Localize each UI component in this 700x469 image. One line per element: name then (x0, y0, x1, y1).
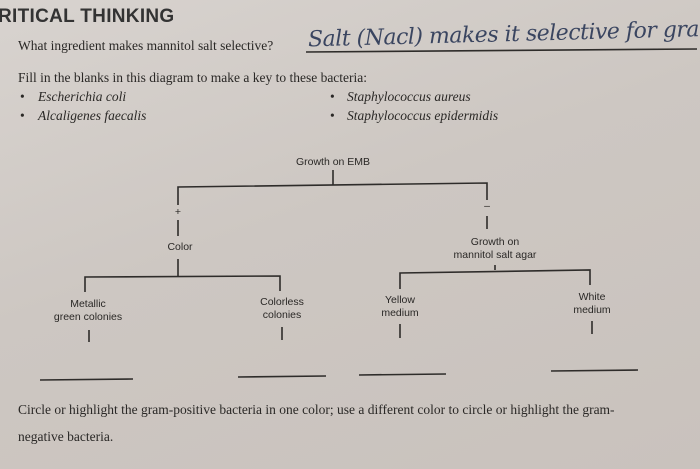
footer-instructions-line2: negative bacteria. (18, 429, 114, 444)
leaf-line: Colorless (260, 296, 304, 308)
leaf-line: Metallic (70, 298, 106, 310)
negative-sign: – (484, 200, 490, 212)
msa-node-line1: Growth on (470, 236, 520, 248)
answer-blank (39, 378, 134, 381)
diagram-root: Growth on EMB (295, 156, 371, 168)
leaf-metallic-green: Metallic green colonies (54, 298, 122, 324)
color-node: Color (167, 241, 193, 253)
section-title: RITICAL THINKING (0, 6, 175, 27)
footer-instructions-line1: Circle or highlight the gram-positive ba… (18, 402, 615, 417)
leaf-line: green colonies (53, 311, 123, 323)
leaf-line: medium (573, 304, 611, 316)
leaf-yellow-medium: Yellow medium (381, 294, 418, 320)
bullet-icon: • (20, 89, 25, 104)
bacteria-item: Alcaligenes faecalis (38, 108, 147, 123)
leaf-line: Yellow (385, 294, 415, 306)
msa-node-line2: mannitol salt agar (453, 249, 537, 261)
answer-blank (550, 369, 639, 372)
leaf-colorless: Colorless colonies (260, 296, 304, 322)
bullet-icon: • (20, 108, 25, 123)
question-prompt: What ingredient makes mannitol salt sele… (18, 38, 274, 53)
bullet-icon: • (330, 108, 335, 123)
leaf-line: medium (381, 307, 419, 319)
bacteria-item: Escherichia coli (38, 89, 127, 104)
leaf-white-medium: White medium (573, 291, 610, 317)
answer-blank (358, 373, 447, 376)
leaf-line: White (578, 291, 606, 303)
bacteria-item: Staphylococcus epidermidis (347, 108, 499, 123)
leaf-line: colonies (262, 309, 302, 321)
bacteria-item: Staphylococcus aureus (347, 89, 471, 104)
answer-blank (237, 375, 327, 378)
msa-node: Growth on mannitol salt agar (454, 236, 537, 262)
positive-sign: + (174, 206, 182, 218)
bullet-icon: • (330, 89, 335, 104)
instructions: Fill in the blanks in this diagram to ma… (18, 70, 368, 85)
answer-underline (305, 48, 698, 53)
